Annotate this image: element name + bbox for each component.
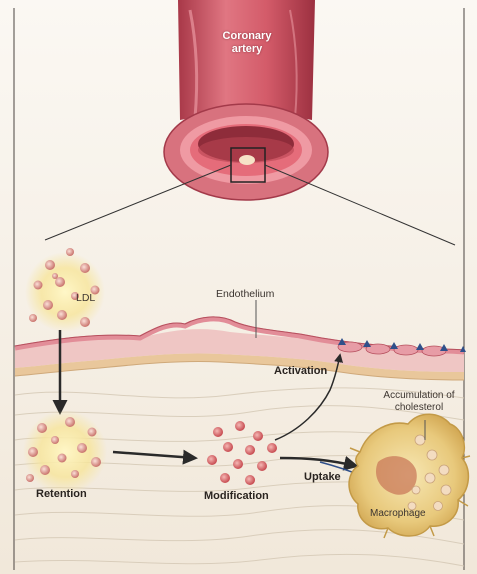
retention-cluster (23, 410, 107, 494)
accumulation-label: Accumulation of cholesterol (364, 390, 474, 413)
coronary-artery-label-line2: artery (214, 43, 280, 56)
ldl-label: LDL (76, 292, 95, 304)
accumulation-label-line2: cholesterol (364, 402, 474, 414)
coronary-artery-label-line1: Coronary (214, 30, 280, 43)
coronary-artery-label: Coronary artery (214, 30, 280, 55)
endothelium-label: Endothelium (216, 288, 274, 300)
modification-label: Modification (204, 490, 269, 503)
macrophage-label: Macrophage (370, 508, 426, 520)
uptake-label: Uptake (304, 471, 341, 484)
plaque-spot (239, 155, 255, 165)
accumulation-label-line1: Accumulation of (364, 390, 474, 402)
retention-label: Retention (36, 488, 87, 501)
activation-label: Activation (274, 365, 327, 378)
